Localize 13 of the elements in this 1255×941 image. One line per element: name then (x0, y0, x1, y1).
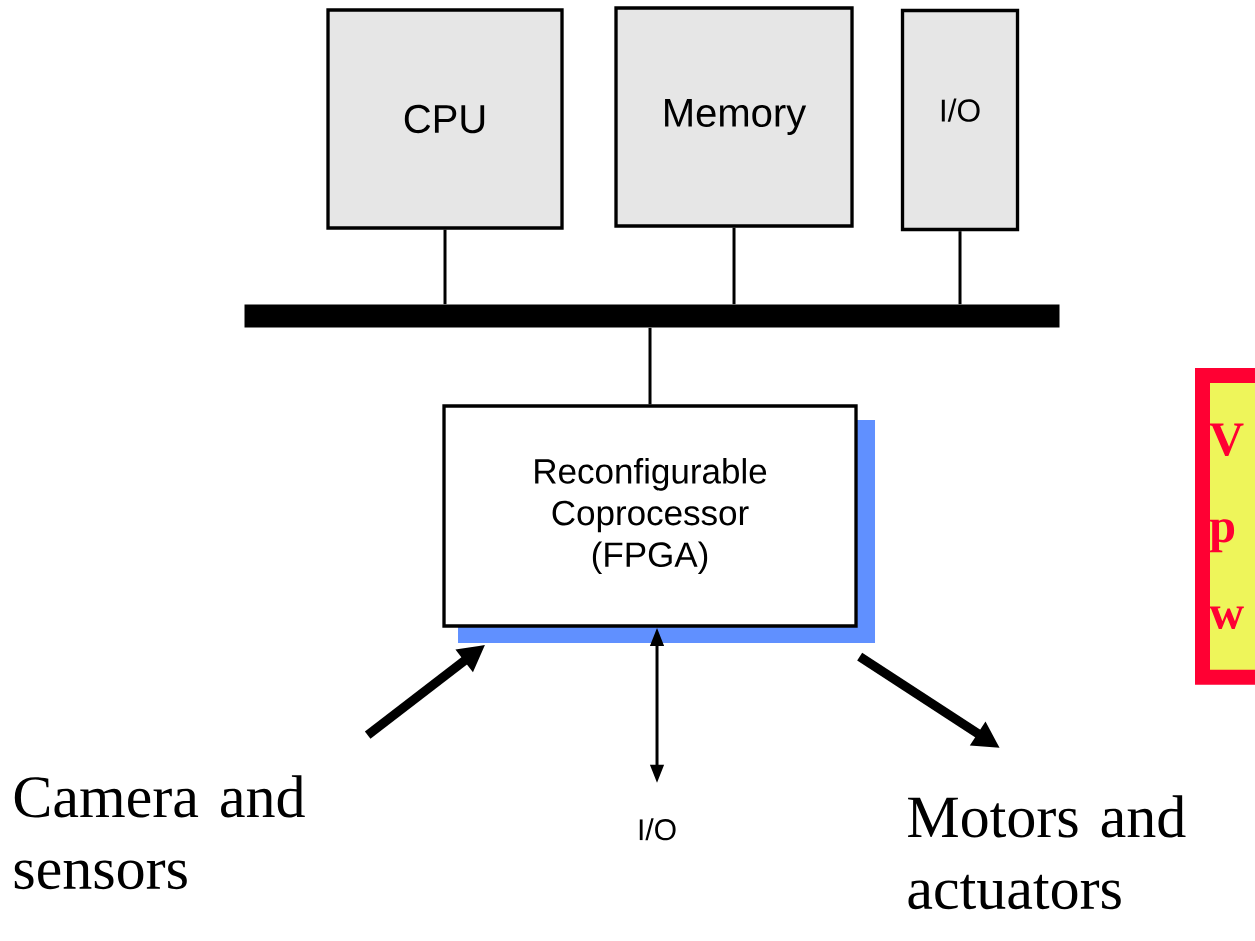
io-label: I/O (639, 818, 676, 841)
bus-bar (244, 304, 1060, 328)
coprocessor-box: Reconfigurable Coprocessor (FPGA) (442, 404, 875, 643)
memory-box: Memory (614, 6, 854, 228)
cpu-box: CPU (326, 8, 564, 230)
connector-line (443, 229, 447, 305)
connector-line (958, 231, 962, 305)
connector-line (648, 327, 652, 405)
io-box: I/O (900, 8, 1020, 232)
motors-label: Motors and actuators (908, 795, 1186, 910)
connector-line (732, 227, 736, 305)
callout-box: V p w (1195, 368, 1255, 685)
camera-label: Camera and sensors (14, 775, 305, 890)
